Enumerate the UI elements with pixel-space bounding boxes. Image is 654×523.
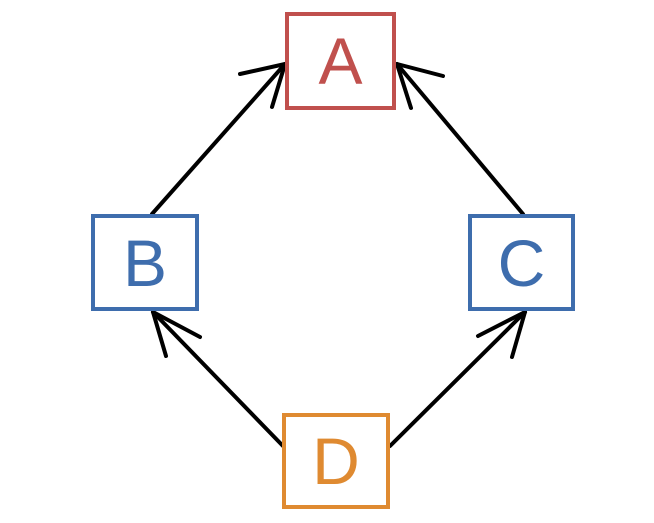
edge-d-c-arrowhead-left [476,310,527,338]
edge-d-c-arrowhead-right [510,310,527,359]
edge-d-b-arrowhead-right [151,310,202,339]
edge-b-a[interactable] [150,62,287,216]
edge-b-a-arrowhead-right [270,62,287,109]
edge-d-c[interactable] [388,310,527,448]
edge-d-b-line [151,310,285,448]
node-b[interactable]: B [91,214,199,311]
node-d-label: D [312,424,360,498]
edge-b-a-line [150,62,287,216]
edge-d-b[interactable] [151,310,285,448]
node-a-label: A [318,24,363,98]
edge-c-a-line [395,62,525,216]
node-a[interactable]: A [285,12,396,110]
node-c-label: C [497,225,546,300]
edge-c-a[interactable] [395,62,525,216]
node-b-label: B [122,225,168,300]
node-d[interactable]: D [282,413,390,509]
edge-d-b-arrowhead-left [151,310,168,358]
edge-c-a-arrowhead-right [395,62,413,110]
edge-b-a-arrowhead-left [238,62,287,76]
node-c[interactable]: C [468,214,575,311]
edge-c-a-arrowhead-left [395,62,445,78]
edge-d-c-line [388,310,527,448]
